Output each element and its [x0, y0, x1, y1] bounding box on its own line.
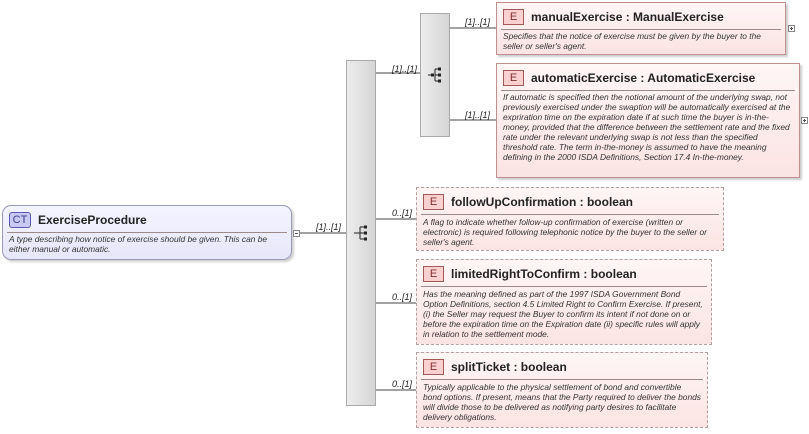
element-description: A flag to indicate whether follow-up con… — [423, 217, 707, 247]
complex-type-node[interactable]: CT ExerciseProcedure A type describing h… — [2, 205, 292, 260]
divider — [421, 379, 703, 380]
element-limited-right-to-confirm[interactable]: E limitedRightToConfirm : boolean Has th… — [416, 259, 712, 345]
element-icon: E — [423, 359, 444, 375]
element-multiplicity: 0..[1] — [392, 292, 413, 302]
element-title: limitedRightToConfirm : boolean — [451, 267, 637, 281]
element-multiplicity: 0..[1] — [392, 208, 413, 218]
element-title: followUpConfirmation : boolean — [451, 195, 633, 209]
element-icon: E — [503, 70, 524, 86]
complex-type-name: ExerciseProcedure — [38, 213, 147, 227]
divider — [7, 232, 287, 233]
choice-compositor[interactable] — [420, 13, 450, 137]
expand-icon[interactable] — [801, 117, 808, 124]
element-title: manualExercise : ManualExercise — [531, 10, 724, 24]
divider — [421, 286, 707, 287]
element-split-ticket[interactable]: E splitTicket : boolean Typically applic… — [416, 352, 708, 428]
choice-multiplicity: [1]..[1] — [392, 64, 418, 74]
element-multiplicity: [1]..[1] — [465, 110, 491, 120]
sequence-compositor[interactable] — [346, 60, 376, 406]
element-description: Specifies that the notice of exercise mu… — [503, 31, 761, 51]
element-multiplicity: 0..[1] — [392, 379, 413, 389]
divider — [501, 90, 795, 91]
choice-icon — [428, 67, 441, 83]
sequence-icon — [354, 225, 367, 241]
element-icon: E — [503, 9, 524, 25]
collapse-icon[interactable] — [293, 230, 300, 237]
element-automatic-exercise[interactable]: E automaticExercise : AutomaticExercise … — [496, 63, 800, 178]
element-icon: E — [423, 194, 444, 210]
divider — [501, 29, 781, 30]
element-title: automaticExercise : AutomaticExercise — [531, 71, 756, 85]
expand-icon[interactable] — [788, 25, 795, 32]
complex-type-icon: CT — [9, 212, 31, 228]
element-multiplicity: [1]..[1] — [465, 17, 491, 27]
element-description: If automatic is specified then the notio… — [503, 92, 791, 162]
element-description: Typically applicable to the physical set… — [423, 382, 701, 422]
element-follow-up-confirmation[interactable]: E followUpConfirmation : boolean A flag … — [416, 187, 724, 251]
complex-type-description: A type describing how notice of exercise… — [9, 234, 268, 254]
element-icon: E — [423, 266, 444, 282]
element-manual-exercise[interactable]: E manualExercise : ManualExercise Specif… — [496, 2, 786, 55]
sequence-multiplicity: [1]..[1] — [316, 222, 342, 232]
divider — [421, 214, 719, 215]
element-description: Has the meaning defined as part of the 1… — [423, 289, 703, 339]
element-title: splitTicket : boolean — [451, 360, 567, 374]
